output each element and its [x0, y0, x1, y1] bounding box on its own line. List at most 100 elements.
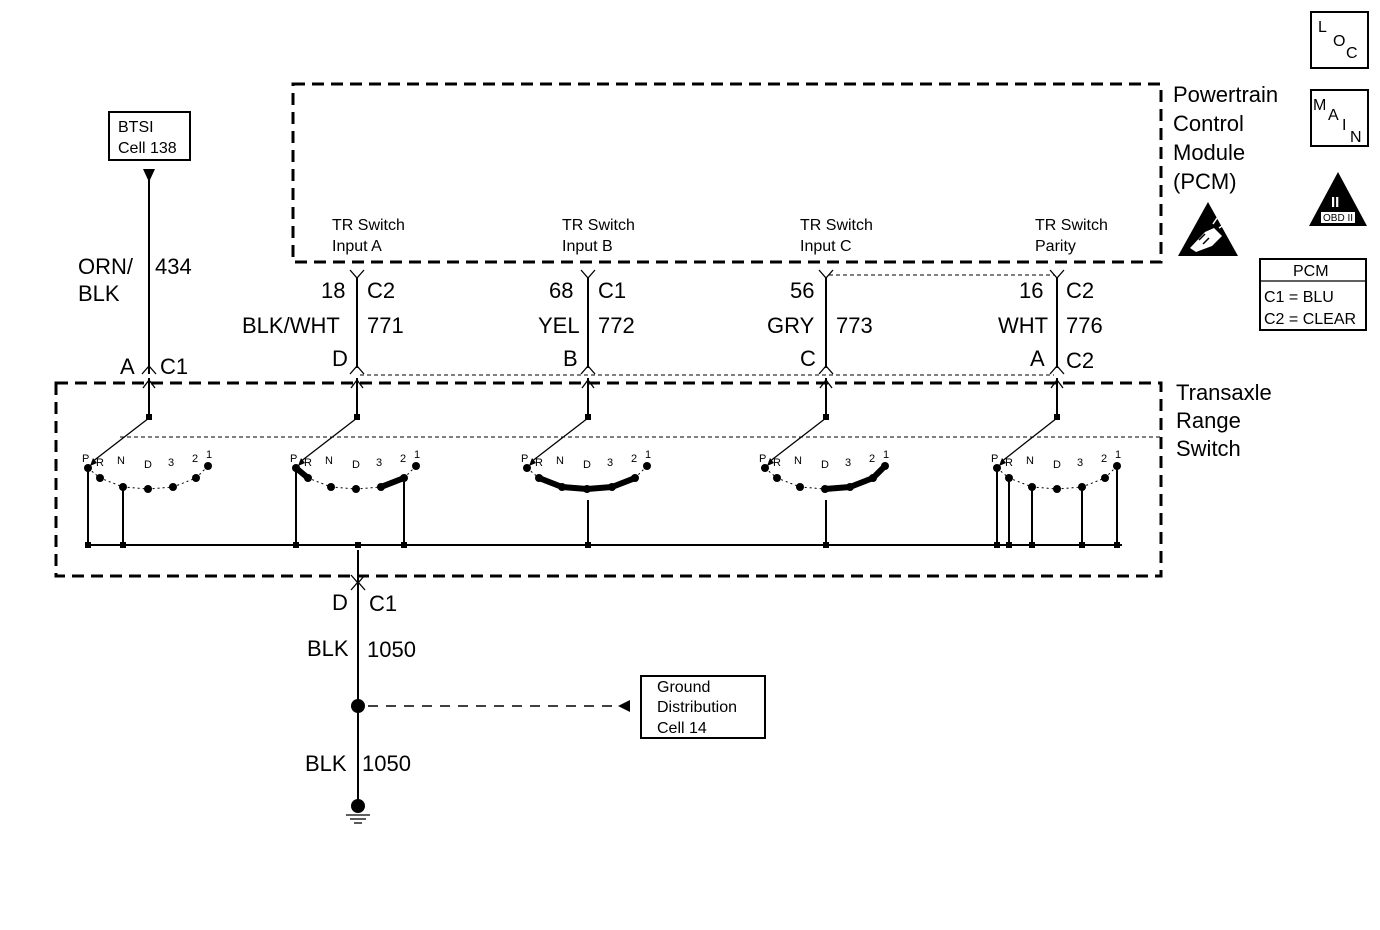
switch-contact	[846, 483, 854, 491]
svg-text:C2: C2	[1066, 348, 1094, 373]
switch-position-label: P	[521, 453, 528, 465]
trs-boundary	[54, 381, 1163, 578]
btsi-wire-color-2: BLK	[78, 281, 120, 306]
svg-text:I: I	[1342, 117, 1346, 134]
switch-contact	[583, 485, 591, 493]
switch-contact	[535, 474, 543, 482]
switch-contact	[796, 483, 804, 491]
switch-contact	[412, 462, 420, 470]
switch-position-label: 2	[869, 453, 875, 465]
svg-text:16: 16	[1019, 278, 1043, 303]
pcm-connector-legend: PCM C1 = BLU C2 = CLEAR	[1259, 258, 1367, 331]
svg-text:772: 772	[598, 313, 635, 338]
svg-text:L: L	[1318, 19, 1327, 36]
switch-position-label: P	[759, 453, 766, 465]
switch-position-label: R	[535, 457, 543, 469]
svg-text:GRY: GRY	[767, 313, 815, 338]
svg-text:68: 68	[549, 278, 573, 303]
ground-distribution-box: Ground Distribution Cell 14	[640, 675, 766, 739]
svg-text:WHT: WHT	[998, 313, 1048, 338]
svg-text:BLK: BLK	[305, 751, 347, 776]
switch-position-label: 3	[607, 457, 613, 469]
svg-text:18: 18	[321, 278, 345, 303]
btsi-wire-color-1: ORN/	[78, 254, 134, 279]
switch-position-label: 3	[168, 457, 174, 469]
svg-text:Ground: Ground	[657, 679, 710, 696]
switch-position-label: N	[325, 455, 333, 467]
svg-text:(PCM): (PCM)	[1173, 169, 1237, 194]
trs-arrows	[142, 378, 1064, 389]
switch-position-label: R	[304, 457, 312, 469]
switch-contact	[377, 483, 385, 491]
circuit-772: 68 C1 YEL 772 B	[538, 269, 635, 375]
ground-symbol-icon	[346, 814, 370, 824]
circuit-771: 18 C2 BLK/WHT 771 D	[242, 269, 404, 375]
switch-position-label: D	[144, 459, 152, 471]
switch-position-label: N	[117, 455, 125, 467]
svg-text:C1: C1	[598, 278, 626, 303]
switch-position-label: 1	[883, 449, 889, 461]
switch-position-label: R	[1005, 457, 1013, 469]
btsi-wire-circuit: 434	[155, 254, 192, 279]
switch-position-label: D	[583, 459, 591, 471]
svg-text:BTSI: BTSI	[118, 119, 154, 136]
svg-text:56: 56	[790, 278, 814, 303]
svg-text:Input A: Input A	[332, 238, 382, 255]
svg-text:Input C: Input C	[800, 238, 852, 255]
svg-text:776: 776	[1066, 313, 1103, 338]
switch-contact	[869, 474, 877, 482]
switch-position-label: 3	[845, 457, 851, 469]
switch-position-label: 2	[631, 453, 637, 465]
svg-text:TR Switch: TR Switch	[800, 217, 873, 234]
svg-text:Cell 14: Cell 14	[657, 720, 707, 737]
btsi-connector-icon	[141, 365, 157, 375]
switch-contact	[327, 483, 335, 491]
svg-text:C: C	[1346, 45, 1358, 62]
svg-text:Module: Module	[1173, 140, 1245, 165]
svg-text:TR Switch: TR Switch	[332, 217, 405, 234]
pcm-title: Powertrain Control Module (PCM)	[1173, 82, 1278, 194]
svg-text:D: D	[332, 346, 348, 371]
main-icon: M A I N	[1310, 89, 1369, 147]
switch-position-label: P	[82, 453, 89, 465]
esd-warning-icon	[1178, 202, 1238, 256]
trs-title: Transaxle Range Switch	[1176, 380, 1272, 461]
btsi-trs-connector: C1	[160, 354, 188, 379]
svg-text:Distribution: Distribution	[657, 699, 737, 716]
switch-contact	[169, 483, 177, 491]
switch-position-label: D	[821, 459, 829, 471]
svg-text:TR Switch: TR Switch	[562, 217, 635, 234]
svg-text:TR Switch: TR Switch	[1035, 217, 1108, 234]
switch-position-label: 1	[645, 449, 651, 461]
pcm-input-label-b: TR Switch Input B	[562, 217, 635, 255]
trs-internal-wires	[88, 378, 1122, 546]
switch-contact	[1053, 485, 1061, 493]
switch-position-label: 3	[1077, 457, 1083, 469]
circuit-776: 16 C2 WHT 776 A C2	[998, 269, 1103, 375]
ground-circuit: D C1 BLK 1050 BLK 1050	[305, 550, 630, 813]
svg-text:D: D	[332, 590, 348, 615]
switch-position-label: R	[96, 457, 104, 469]
switch-position-label: D	[1053, 459, 1061, 471]
switch-contact	[1101, 474, 1109, 482]
svg-text:O: O	[1333, 33, 1345, 50]
switch-position-label: P	[991, 453, 998, 465]
switch-position-label: R	[773, 457, 781, 469]
loc-icon: L O C	[1310, 11, 1369, 69]
svg-text:B: B	[563, 346, 578, 371]
pcm-input-label-a: TR Switch Input A	[332, 217, 405, 255]
obd-ii-icon: II OBD II	[1309, 172, 1367, 226]
svg-text:PCM: PCM	[1293, 263, 1329, 280]
switch-position-label: N	[1026, 455, 1034, 467]
svg-text:C1 = BLU: C1 = BLU	[1264, 289, 1334, 306]
switch-position-label: 1	[414, 449, 420, 461]
switch-position-label: N	[556, 455, 564, 467]
switch-contact	[558, 483, 566, 491]
